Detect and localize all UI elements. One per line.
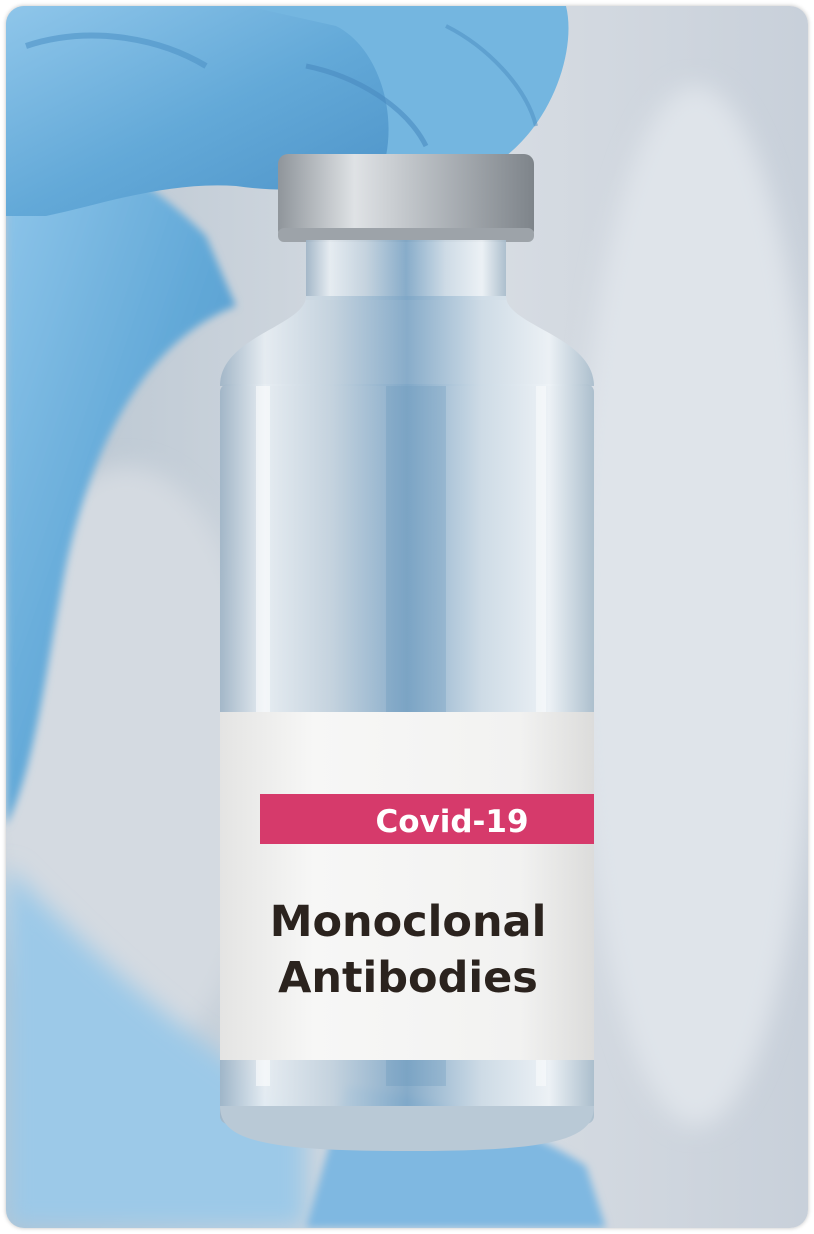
label-paper (220, 712, 594, 1060)
vial-cap (278, 154, 534, 240)
label-title-line-1: Monoclonal (270, 897, 547, 947)
photo-frame: Covid-19 Monoclonal Antibodies (6, 6, 808, 1228)
tag-text: Covid-19 (375, 804, 528, 840)
tag-band (260, 794, 594, 844)
vial-label: Covid-19 Monoclonal Antibodies (220, 712, 594, 1060)
vial-photo: Covid-19 Monoclonal Antibodies (6, 6, 808, 1228)
label-title-line-2: Antibodies (278, 953, 538, 1003)
glove (6, 6, 606, 1228)
